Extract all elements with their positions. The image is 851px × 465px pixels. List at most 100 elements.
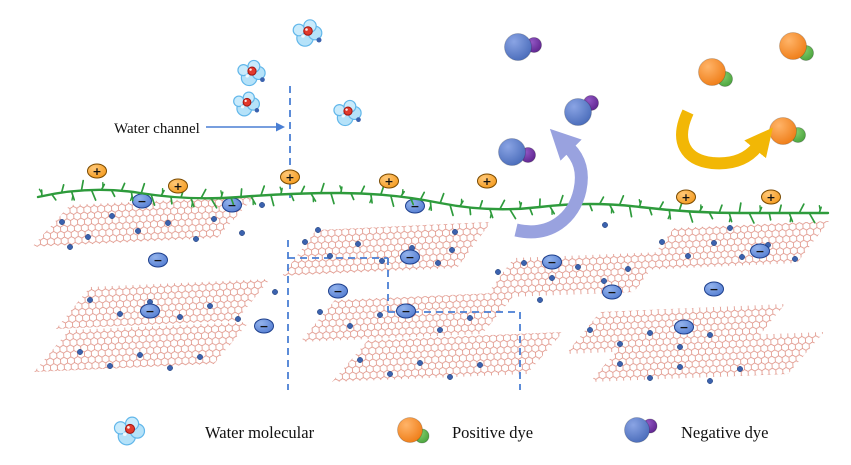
intercalated-dot: [387, 371, 393, 377]
negative-dye: [624, 417, 658, 443]
go-sheet: [282, 222, 491, 276]
negative-charge-badge-symbol: −: [755, 245, 764, 258]
negative-charge-badge: −: [396, 303, 416, 319]
intercalated-dot: [417, 360, 423, 366]
intercalated-dot: [452, 229, 458, 235]
polymer-twig: [818, 205, 821, 211]
intercalated-dot: [87, 297, 93, 303]
intercalated-dot: [685, 253, 691, 259]
polymer-branch: [230, 196, 235, 206]
intercalated-dot: [677, 364, 683, 370]
intercalated-dot: [137, 352, 143, 358]
dye-layer: [498, 32, 814, 166]
polymer-branch: [558, 194, 564, 206]
polymer-branch: [150, 193, 156, 206]
polymer-branch: [240, 188, 243, 198]
polymer-branch: [330, 192, 335, 205]
negative-charge-badge: −: [140, 303, 160, 319]
polymer-branch: [738, 202, 742, 214]
intercalated-dot: [67, 244, 73, 250]
negative-charge-badge-symbol: −: [259, 320, 268, 333]
go-sheet: [642, 221, 829, 270]
polymer-branch: [260, 185, 266, 197]
polymer-branch: [200, 188, 207, 200]
water-molecule: [292, 19, 323, 47]
polymer-twig: [279, 186, 283, 193]
negative-dye-icon: [624, 417, 658, 443]
go-sheet: [484, 252, 664, 298]
intercalated-dot: [447, 374, 453, 380]
polymer-branch: [588, 203, 593, 212]
intercalated-dot: [379, 258, 385, 264]
polymer-branch: [300, 185, 306, 195]
polymer-twig: [428, 204, 432, 211]
polymer-twig: [190, 201, 194, 208]
polymer-twig: [638, 198, 641, 205]
intercalated-dot: [317, 309, 323, 315]
intercalated-dot: [647, 375, 653, 381]
polymer-branch: [80, 179, 85, 192]
positive-charge-badge-symbol: +: [285, 171, 294, 184]
negative-charge-badge-symbol: −: [153, 254, 162, 267]
water-molecule: [233, 91, 261, 117]
intercalated-dot: [347, 323, 353, 329]
water-molecules-layer: [233, 19, 362, 127]
polymer-branch: [768, 212, 772, 221]
positive-charge-badge-symbol: +: [384, 175, 393, 188]
polymer-branch: [270, 194, 275, 207]
intercalated-dot: [135, 228, 141, 234]
polymer-twig: [38, 188, 43, 194]
intercalated-dot: [549, 275, 555, 281]
intercalated-dot: [521, 260, 527, 266]
polymer-branch: [628, 205, 633, 218]
polymer-branch: [350, 192, 355, 201]
polymer-branch: [748, 212, 755, 224]
intercalated-dot: [467, 315, 473, 321]
polymer-branch: [798, 203, 805, 214]
polymer-branch: [50, 193, 57, 201]
polymer-twig: [489, 212, 492, 219]
go-sheet: [332, 332, 563, 382]
polymer-branch: [508, 208, 517, 220]
intercalated-dot: [315, 227, 321, 233]
polymer-branch: [359, 185, 366, 195]
intercalated-dot: [727, 225, 733, 231]
polymer-branch: [528, 207, 534, 216]
polymer-branch: [389, 194, 395, 208]
negative-charge-badge-symbol: −: [145, 305, 154, 318]
negative-charge-badge-symbol: −: [410, 200, 419, 213]
intercalated-dot: [272, 289, 278, 295]
polymer-branch: [718, 204, 723, 214]
positive-charge-badge-symbol: +: [173, 180, 182, 193]
intercalated-dot: [85, 234, 91, 240]
polymer-branch: [498, 199, 506, 211]
intercalated-dot: [601, 278, 607, 284]
polymer-branch: [60, 183, 65, 194]
intercalated-dot: [355, 241, 361, 247]
positive-charge-badge: +: [280, 169, 300, 185]
negative-dye: [498, 138, 536, 166]
intercalated-dot: [677, 344, 683, 350]
intercalated-dot: [659, 239, 665, 245]
intercalated-dot: [449, 247, 455, 253]
intercalated-dot: [357, 357, 363, 363]
legend-label-negative-dye: Negative dye: [681, 423, 769, 442]
negative-charge-badge-symbol: −: [227, 199, 236, 212]
go-sheet: [34, 322, 249, 372]
polymer-twig: [220, 190, 223, 196]
positive-charge-badge-symbol: +: [92, 165, 101, 178]
intercalated-dot: [207, 303, 213, 309]
polymer-twig: [789, 216, 792, 223]
polymer-branch: [320, 182, 325, 194]
intercalated-dot: [707, 378, 713, 384]
polymer-branch: [658, 201, 665, 210]
polymer-branch: [290, 193, 295, 202]
positive-charge-badge: +: [379, 173, 399, 189]
water-channel-annotation: Water channel: [114, 121, 285, 137]
polymer-branch: [449, 203, 454, 217]
negative-dye: [504, 33, 542, 61]
positive-charge-badge-symbol: +: [482, 175, 491, 188]
intercalated-dot: [302, 239, 308, 245]
negative-charge-badge: −: [405, 198, 425, 214]
